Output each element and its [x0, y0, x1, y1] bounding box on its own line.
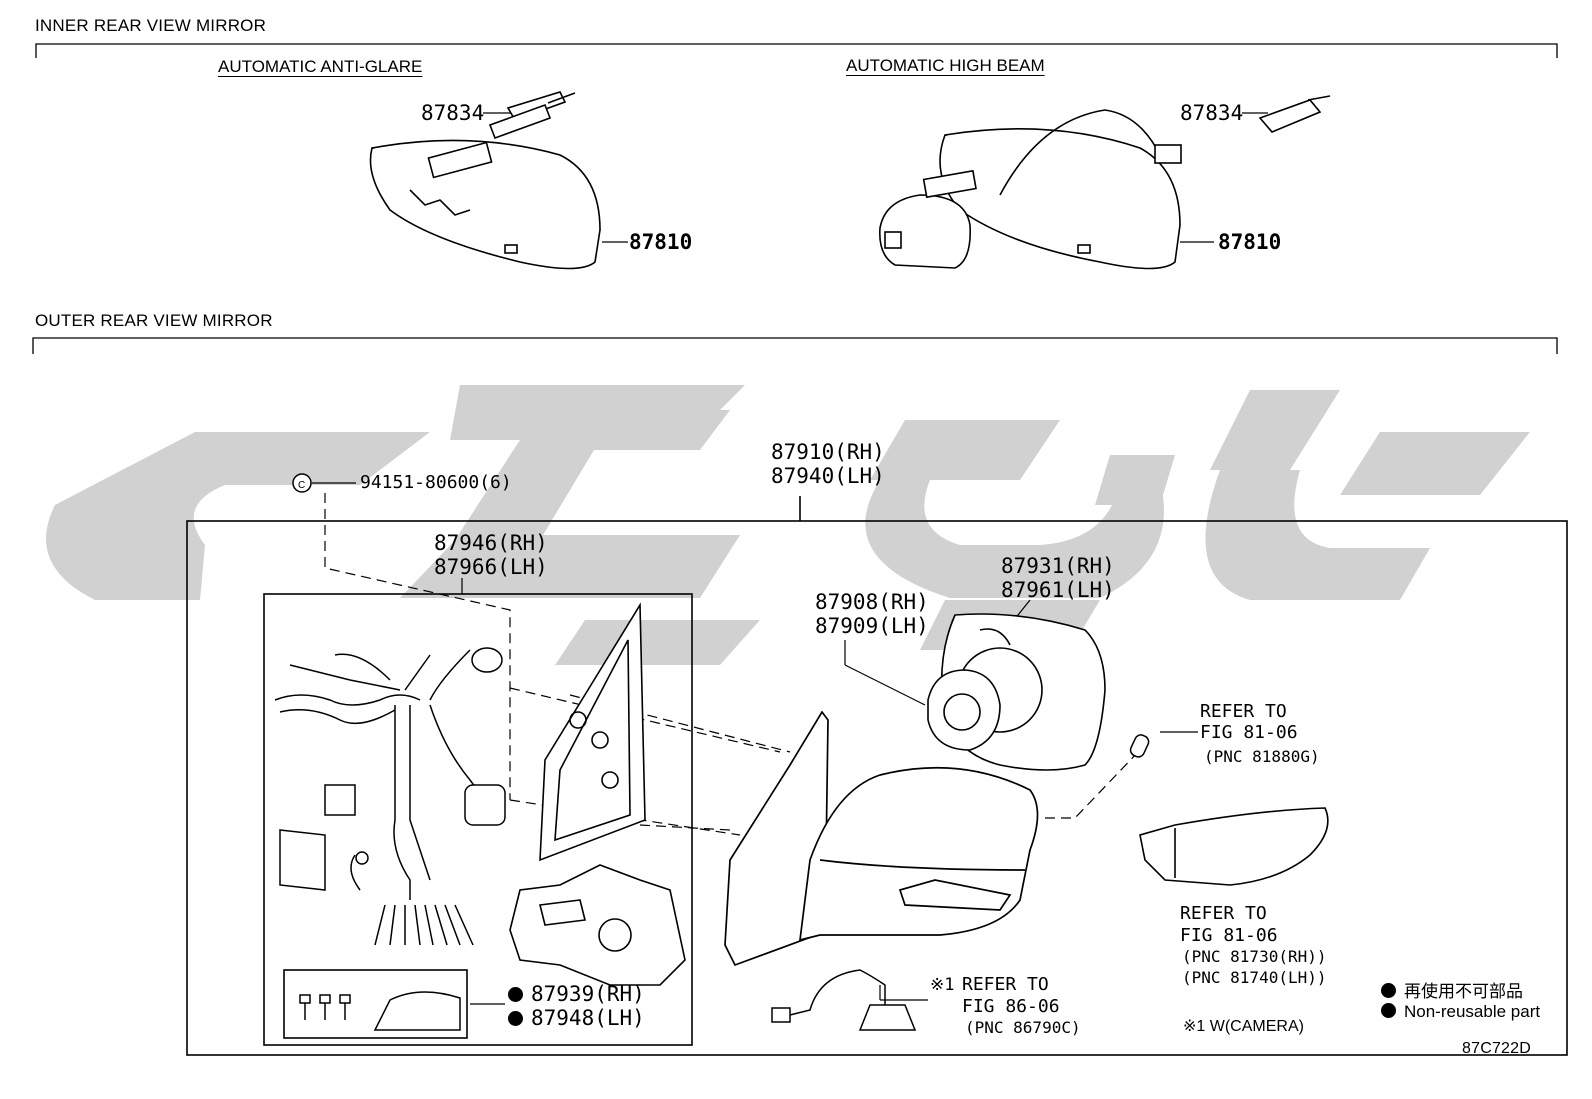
ref-turn-line2: FIG 81-06 — [1180, 925, 1278, 946]
part-number-87940: 87940(LH) — [771, 464, 885, 488]
ref-camera-line3: (PNC 86790C) — [965, 1018, 1081, 1037]
legend-en: Non-reusable part — [1381, 1002, 1540, 1022]
turn-signal-lamp — [1139, 807, 1329, 886]
legend-dot-icon — [1381, 1003, 1396, 1018]
legend-en-text: Non-reusable part — [1404, 1002, 1541, 1021]
screw-kit — [299, 991, 461, 1031]
mirror-motor — [927, 669, 1001, 751]
camera-note: ※1 W(CAMERA) — [1183, 1018, 1304, 1035]
part-number-87946: 87946(RH) — [434, 531, 548, 555]
bulb — [1129, 734, 1150, 758]
outer-mirror-body — [724, 710, 1039, 967]
ref-camera-line1: REFER TO — [962, 974, 1049, 995]
ref-bulb-line3: (PNC 81880G) — [1204, 747, 1320, 766]
legend-dot-icon — [1381, 983, 1396, 998]
part-number-87931: 87931(RH) — [1001, 554, 1115, 578]
section-title-outer: OUTER REAR VIEW MIRROR — [35, 311, 273, 330]
non-reusable-marker-87948 — [508, 1011, 523, 1026]
ref-camera-line2: FIG 86-06 — [962, 996, 1060, 1017]
part-number-87961: 87961(LH) — [1001, 578, 1115, 602]
inner-mirror-high-beam — [878, 95, 1331, 270]
part-number-87939-text: 87939(RH) — [531, 982, 645, 1006]
part-number-87834-anti-glare: 87834 — [421, 101, 485, 125]
part-number-87909: 87909(LH) — [815, 614, 929, 638]
svg-text:C: C — [298, 480, 305, 491]
clip-94151: C — [292, 473, 312, 493]
subsection-high-beam: AUTOMATIC HIGH BEAM — [846, 56, 1045, 75]
wire-harness — [274, 647, 506, 946]
part-number-87834-high-beam: 87834 — [1180, 101, 1244, 125]
ref-turn-line1: REFER TO — [1180, 903, 1267, 924]
part-number-87939: 87939(RH) — [508, 982, 645, 1006]
legend-jp: 再使用不可部品 — [1381, 977, 1523, 1002]
subsection-anti-glare: AUTOMATIC ANTI-GLARE — [218, 57, 423, 76]
figure-code: 87C722D — [1462, 1040, 1532, 1057]
part-number-87810-high-beam: 87810 — [1218, 230, 1282, 254]
part-number-87908: 87908(RH) — [815, 590, 929, 614]
mirror-actuator — [509, 864, 686, 986]
ref-bulb-line1: REFER TO — [1200, 701, 1287, 722]
watermark-logo — [46, 385, 1530, 665]
part-number-87948-text: 87948(LH) — [531, 1006, 645, 1030]
part-number-87910: 87910(RH) — [771, 440, 885, 464]
section-title-inner: INNER REAR VIEW MIRROR — [35, 16, 267, 35]
inner-mirror-anti-glare — [369, 91, 601, 270]
leader-lines — [312, 112, 1268, 1005]
non-reusable-marker-87939 — [508, 987, 523, 1002]
part-number-94151: 94151-80600(6) — [360, 472, 512, 493]
part-number-87810-anti-glare: 87810 — [629, 230, 693, 254]
legend-jp-text: 再使用不可部品 — [1404, 982, 1523, 1001]
mirror-base-bracket — [539, 602, 646, 862]
ref-bulb-line2: FIG 81-06 — [1200, 722, 1298, 743]
section-brackets — [32, 43, 1558, 354]
part-number-87948: 87948(LH) — [508, 1006, 645, 1030]
ref-turn-line4: (PNC 81740(LH)) — [1182, 968, 1327, 987]
camera-unit — [771, 969, 917, 1031]
assembly-frames — [186, 496, 1568, 1056]
part-number-87966: 87966(LH) — [434, 555, 548, 579]
ref-camera-mark: ※1 — [930, 975, 955, 995]
ref-turn-line3: (PNC 81730(RH)) — [1182, 947, 1327, 966]
